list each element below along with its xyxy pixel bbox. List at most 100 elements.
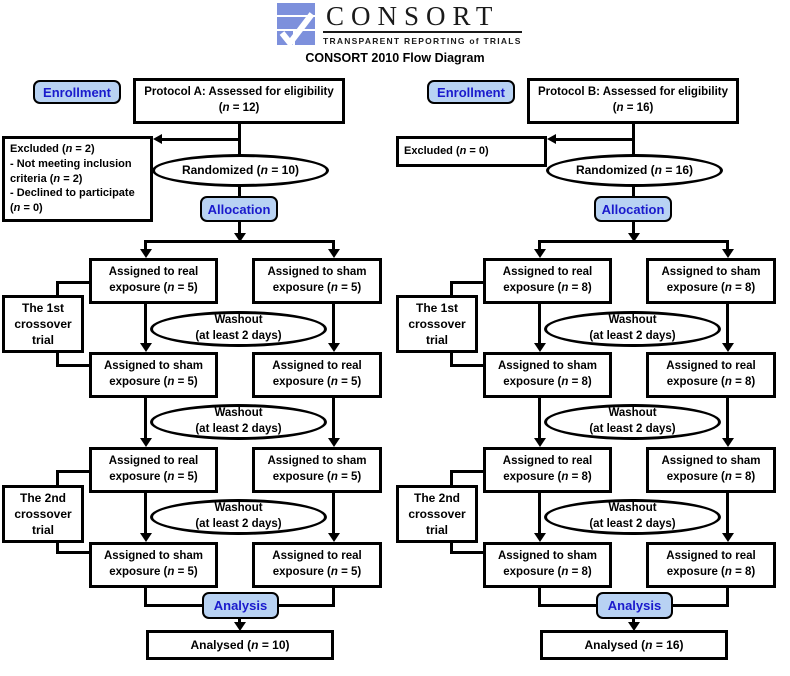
flow-line xyxy=(538,396,541,438)
assigned-box: Assigned to real exposure (n = 5) xyxy=(252,542,382,588)
assigned-line: Assigned to real xyxy=(272,360,362,373)
flow-line xyxy=(671,604,729,607)
bracket-line xyxy=(450,551,483,554)
washout-line: (at least 2 days) xyxy=(589,423,676,435)
randomized-text: Randomized (n = 16) xyxy=(575,163,694,178)
arrowhead-down-icon xyxy=(328,343,340,352)
flow-line xyxy=(538,240,541,250)
arrowhead-down-icon xyxy=(722,343,734,352)
assigned-box: Assigned to sham exposure (n = 5) xyxy=(89,542,218,588)
arrowhead-down-icon xyxy=(234,622,246,631)
flow-line xyxy=(726,396,729,438)
consort-logo-icon xyxy=(277,3,315,45)
assigned-line: exposure (n = 5) xyxy=(272,376,362,388)
bracket-line xyxy=(56,551,89,554)
figure-title: CONSORT 2010 Flow Diagram xyxy=(305,51,485,65)
randomized-ellipse: Randomized (n = 16) xyxy=(546,154,723,187)
allocation-badge: Allocation xyxy=(200,196,278,222)
flow-line xyxy=(144,240,335,243)
crossover2-label-box: The 2nd crossover trial xyxy=(396,485,478,543)
flow-line xyxy=(726,586,729,607)
bracket-line xyxy=(450,470,483,473)
flow-line xyxy=(144,240,147,250)
washout-line: (at least 2 days) xyxy=(589,518,676,530)
assigned-box: Assigned to real exposure (n = 5) xyxy=(89,447,218,493)
eligibility-n: (n = 12) xyxy=(218,102,260,114)
allocation-badge: Allocation xyxy=(594,196,672,222)
assigned-line: exposure (n = 5) xyxy=(109,471,198,483)
crossover-line: crossover xyxy=(14,506,72,521)
washout-ellipse: Washout (at least 2 days) xyxy=(150,404,327,440)
washout-ellipse: Washout (at least 2 days) xyxy=(150,499,327,535)
washout-line: Washout xyxy=(214,407,263,420)
flow-line xyxy=(538,586,541,607)
consort-wordmark: CONSORT TRANSPARENT REPORTING of TRIALS xyxy=(323,2,522,46)
assigned-line: exposure (n = 8) xyxy=(666,376,756,388)
crossover-line: The 1st xyxy=(415,300,458,315)
bracket-line xyxy=(56,470,89,473)
crossover-line: crossover xyxy=(408,506,466,521)
assigned-line: exposure (n = 5) xyxy=(272,566,362,578)
arrowhead-down-icon xyxy=(722,533,734,542)
arrowhead-down-icon xyxy=(234,233,246,242)
assigned-line: Assigned to real xyxy=(666,550,756,563)
excluded-box: Excluded (n = 0) xyxy=(396,136,547,167)
assigned-line: exposure (n = 8) xyxy=(666,282,756,294)
washout-line: (at least 2 days) xyxy=(195,330,282,342)
arrowhead-down-icon xyxy=(140,249,152,258)
crossover-line: The 2nd xyxy=(413,490,460,505)
assigned-line: exposure (n = 8) xyxy=(666,471,756,483)
flow-line xyxy=(556,138,634,141)
flow-line xyxy=(726,304,729,343)
crossover-line: trial xyxy=(31,333,54,348)
crossover1-label-box: The 1st crossover trial xyxy=(396,295,478,353)
arrowhead-down-icon xyxy=(140,533,152,542)
crossover-line: crossover xyxy=(408,316,466,331)
analysed-text: Analysed (n = 10) xyxy=(190,637,290,652)
eligibility-box: Protocol A: Assessed for eligibility (n … xyxy=(133,78,345,124)
flow-line xyxy=(332,586,335,607)
consort-brand-text: CONSORT xyxy=(323,2,522,34)
assigned-line: exposure (n = 5) xyxy=(109,282,198,294)
arrowhead-down-icon xyxy=(328,438,340,447)
assigned-line: Assigned to sham xyxy=(103,360,204,373)
washout-line: Washout xyxy=(214,502,263,515)
flow-line xyxy=(277,604,335,607)
flow-line xyxy=(632,222,635,234)
washout-ellipse: Washout (at least 2 days) xyxy=(544,404,721,440)
consort-tagline: TRANSPARENT REPORTING of TRIALS xyxy=(323,36,522,47)
flow-line xyxy=(238,185,241,196)
flow-line xyxy=(162,138,240,141)
flow-line xyxy=(632,185,635,196)
bracket-line xyxy=(56,364,89,367)
washout-line: Washout xyxy=(608,407,657,420)
assigned-line: exposure (n = 8) xyxy=(503,376,592,388)
flow-line xyxy=(144,604,204,607)
flow-line xyxy=(332,240,335,250)
assigned-box: Assigned to real exposure (n = 5) xyxy=(252,352,382,398)
crossover-line: crossover xyxy=(14,316,72,331)
assigned-line: exposure (n = 8) xyxy=(503,566,592,578)
assigned-line: exposure (n = 8) xyxy=(503,471,592,483)
crossover-line: The 2nd xyxy=(19,490,66,505)
assigned-line: Assigned to real xyxy=(272,550,362,563)
assigned-box: Assigned to real exposure (n = 8) xyxy=(483,258,612,304)
flow-line xyxy=(238,619,241,624)
assigned-box: Assigned to sham exposure (n = 5) xyxy=(89,352,218,398)
assigned-line: Assigned to real xyxy=(502,455,593,468)
assigned-line: exposure (n = 5) xyxy=(109,376,198,388)
assigned-line: Assigned to real xyxy=(666,360,756,373)
assigned-line: Assigned to real xyxy=(108,455,199,468)
washout-line: (at least 2 days) xyxy=(195,423,282,435)
assigned-box: Assigned to sham exposure (n = 8) xyxy=(483,542,612,588)
washout-line: (at least 2 days) xyxy=(589,330,676,342)
crossover-line: trial xyxy=(31,523,54,538)
crossover-line: The 1st xyxy=(21,300,64,315)
bracket-line xyxy=(56,281,89,284)
washout-ellipse: Washout (at least 2 days) xyxy=(544,311,721,347)
flow-line xyxy=(144,586,147,607)
analysis-badge: Analysis xyxy=(596,592,673,619)
arrowhead-down-icon xyxy=(140,343,152,352)
assigned-box: Assigned to sham exposure (n = 8) xyxy=(646,258,776,304)
